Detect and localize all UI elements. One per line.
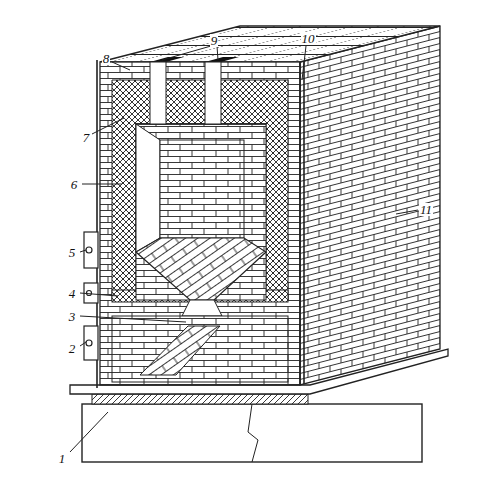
roof	[100, 26, 440, 62]
callout-number: 2	[68, 342, 77, 355]
callout-number: 8	[102, 52, 111, 65]
callout-number: 11	[419, 203, 433, 216]
base-layer	[92, 394, 308, 404]
callout-number: 5	[68, 246, 77, 259]
metal-casing	[97, 60, 304, 388]
callout-number: 3	[68, 310, 77, 323]
callout-number: 4	[68, 287, 77, 300]
front-section	[100, 62, 300, 385]
callout-number: 10	[301, 32, 316, 45]
sloped-hearth	[136, 238, 266, 300]
callout-number: 7	[82, 131, 91, 144]
flue-opening	[150, 57, 184, 62]
firebox	[112, 316, 288, 382]
insulation-layer	[112, 80, 288, 300]
leader-lines	[70, 46, 418, 452]
callout-number: 1	[58, 452, 67, 465]
doors	[84, 232, 98, 360]
chamber-wall	[136, 124, 266, 300]
flue-opening	[205, 57, 239, 62]
callout-number: 6	[70, 178, 79, 191]
chamber-side	[136, 124, 160, 252]
foundation	[82, 404, 422, 462]
grate	[140, 326, 220, 375]
side-wall	[300, 26, 440, 385]
chamber-back	[160, 140, 244, 238]
flue-channel	[150, 62, 166, 124]
throat	[182, 300, 222, 316]
callout-number: 9	[210, 34, 219, 47]
break-line	[248, 404, 258, 462]
flue-channel	[205, 62, 221, 124]
